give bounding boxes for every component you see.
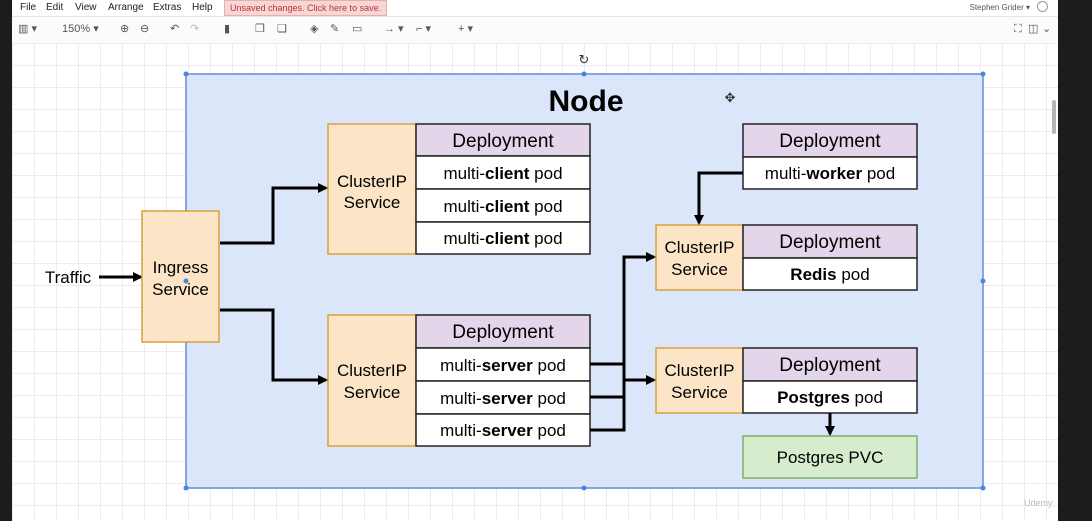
menu-help[interactable]: Help — [192, 2, 213, 13]
server-pod-1[interactable] — [415, 347, 591, 382]
delete-icon[interactable]: ▮ — [224, 23, 231, 35]
node-title: Node — [549, 85, 624, 118]
client-pod-2[interactable] — [415, 188, 591, 223]
worker-to-redis-arrow[interactable] — [694, 171, 743, 225]
redis-clusterip-line1: ClusterIP — [665, 238, 735, 257]
ingress-service[interactable] — [141, 210, 220, 343]
client-deployment-label: Deployment — [452, 131, 554, 152]
menu-extras[interactable]: Extras — [153, 2, 182, 13]
undo-icon[interactable]: ↶ — [170, 23, 180, 35]
server-clusterip-line2: Service — [344, 383, 401, 402]
user-menu[interactable]: Stephen Grider ▾ — [969, 3, 1030, 12]
to-front-icon[interactable]: ❐ — [255, 23, 265, 35]
server-deployment-label: Deployment — [452, 322, 554, 343]
to-back-icon[interactable]: ❏ — [277, 23, 287, 35]
ingress-label-line2: Service — [152, 280, 209, 299]
menu-bar: File Edit View Arrange Extras Help Unsav… — [12, 0, 1058, 16]
worker-deployment-header[interactable] — [742, 123, 918, 158]
menu-arrange[interactable]: Arrange — [108, 2, 144, 13]
unsaved-changes-button[interactable]: Unsaved changes. Click here to save. — [224, 0, 388, 16]
fill-color-icon[interactable]: ◈ — [310, 23, 319, 35]
client-deployment-header[interactable] — [415, 123, 591, 157]
postgres-clusterip-line2: Service — [671, 383, 728, 402]
shadow-icon[interactable]: ▭ — [352, 23, 363, 35]
ingress-connection-point[interactable] — [183, 278, 189, 284]
postgres-pod-label: Postgres pod — [777, 388, 883, 407]
server-pod-3-label: multi-server pod — [440, 421, 566, 440]
zoom-out-icon[interactable]: ⊖ — [140, 23, 150, 35]
waypoints-icon[interactable]: ⌐ ▾ — [416, 23, 432, 35]
postgres-clusterip-line1: ClusterIP — [665, 361, 735, 380]
collapse-icon[interactable]: ⌄ — [1042, 23, 1052, 35]
redis-clusterip-service[interactable] — [655, 224, 744, 291]
zoom-select[interactable]: 150% ▾ — [62, 23, 99, 35]
rotate-handle-icon[interactable]: ↻ — [579, 53, 590, 68]
client-clusterip-service[interactable] — [327, 123, 417, 255]
insert-icon[interactable]: + ▾ — [458, 23, 474, 35]
vertical-scrollbar[interactable] — [1052, 100, 1056, 134]
watermark-logo: Udemy — [1024, 498, 1053, 508]
postgres-pvc[interactable] — [742, 435, 918, 479]
server-pod-2-label: multi-server pod — [440, 389, 566, 408]
move-cursor-icon: ✥ — [725, 91, 736, 106]
menu-edit[interactable]: Edit — [46, 2, 64, 13]
server-pod-3[interactable] — [415, 413, 591, 447]
ingress-to-server-arrow[interactable] — [220, 308, 328, 385]
postgres-deployment-header[interactable] — [742, 347, 918, 382]
menu-view[interactable]: View — [75, 2, 97, 13]
postgres-pvc-label: Postgres PVC — [777, 448, 884, 467]
client-pod-2-label: multi-client pod — [443, 197, 562, 216]
client-clusterip-line2: Service — [344, 193, 401, 212]
connection-icon[interactable]: → ▾ — [384, 23, 404, 35]
client-pod-1-label: multi-client pod — [443, 164, 562, 183]
ingress-to-client-arrow[interactable] — [220, 183, 328, 245]
postgres-deployment-label: Deployment — [779, 355, 881, 376]
format-panel-icon[interactable]: ▥ ▾ — [18, 23, 37, 35]
toolbar: ▥ ▾ 150% ▾ ⊕ ⊖ ↶ ↷ ▮ ❐ ❏ ◈ ✎ ▭ → ▾ ⌐ ▾ +… — [12, 16, 1058, 44]
user-name: Stephen Grider — [969, 3, 1024, 12]
client-pod-3-label: multi-client pod — [443, 229, 562, 248]
zoom-in-icon[interactable]: ⊕ — [120, 23, 130, 35]
server-pod-1-label: multi-server pod — [440, 356, 566, 375]
postgres-clusterip-service[interactable] — [655, 347, 744, 414]
server-pod-2[interactable] — [415, 380, 591, 415]
client-pod-3[interactable] — [415, 221, 591, 255]
redis-deployment-header[interactable] — [742, 224, 918, 259]
globe-icon[interactable] — [1037, 1, 1048, 12]
redis-pod[interactable] — [742, 257, 918, 291]
ingress-label-line1: Ingress — [153, 258, 209, 277]
fullscreen-icon[interactable]: ⛶ — [1014, 23, 1022, 35]
panel-toggle-icon[interactable]: ◫ — [1028, 23, 1039, 35]
redis-pod-label: Redis pod — [790, 265, 869, 284]
server-clusterip-line1: ClusterIP — [337, 361, 407, 380]
worker-pod-label: multi-worker pod — [765, 164, 895, 183]
line-color-icon[interactable]: ✎ — [330, 23, 340, 35]
worker-pod[interactable] — [742, 156, 918, 190]
server-pod-3-connector[interactable] — [590, 364, 626, 432]
traffic-label: Traffic — [45, 268, 92, 287]
zoom-level: 150% — [62, 23, 91, 35]
redis-clusterip-line2: Service — [671, 260, 728, 279]
redis-deployment-label: Deployment — [779, 232, 881, 253]
client-clusterip-line1: ClusterIP — [337, 172, 407, 191]
server-to-redis-arrow[interactable] — [590, 252, 656, 366]
worker-deployment-label: Deployment — [779, 131, 881, 152]
redo-icon[interactable]: ↷ — [190, 23, 200, 35]
menu-file[interactable]: File — [20, 2, 37, 13]
server-clusterip-service[interactable] — [327, 314, 417, 447]
